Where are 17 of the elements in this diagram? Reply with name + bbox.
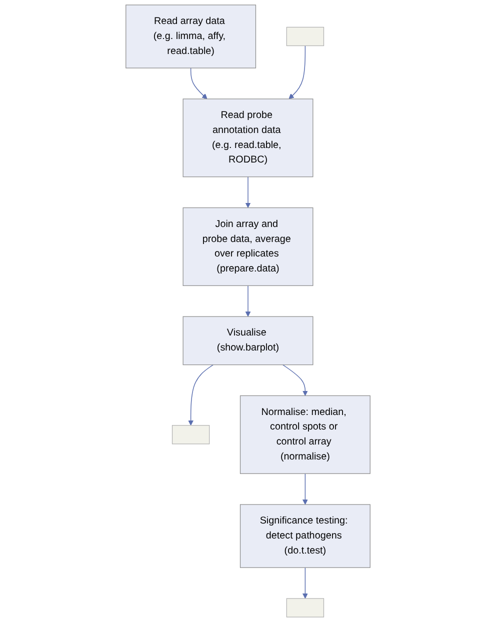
node-box: Normalise: median, control spots or control array (normalise) — [240, 395, 370, 474]
node-box — [286, 598, 324, 618]
node-box: Join array and probe data, average over replicates (prepare.data) — [182, 207, 314, 286]
node-box: Read array data (e.g. limma, affy, read.table) — [126, 4, 256, 68]
arrow — [302, 567, 308, 599]
arrow — [245, 176, 251, 208]
arrow — [288, 45, 306, 100]
node-box — [286, 26, 324, 46]
arrow — [188, 364, 214, 426]
node-box: Read probe annotation data (e.g. read.table, RODBC) — [182, 98, 314, 178]
node-box: Visualise (show.barplot) — [182, 316, 314, 366]
arrow — [302, 473, 308, 505]
node-box — [172, 425, 210, 444]
arrow — [282, 364, 308, 396]
arrow — [245, 285, 251, 317]
node-box: Significance testing: detect pathogens (do.t.test) — [240, 504, 370, 568]
arrow — [190, 68, 208, 100]
